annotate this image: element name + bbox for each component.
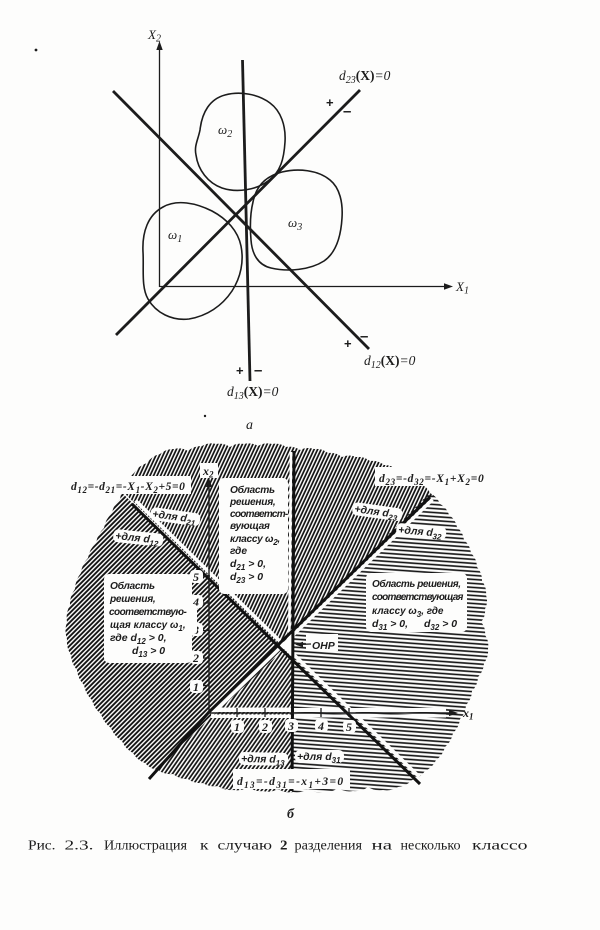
svg-text:классу ω2,: классу ω2, <box>230 534 280 547</box>
svg-text:щая классу ω1,: щая классу ω1, <box>110 620 186 633</box>
svg-text:5: 5 <box>346 720 352 734</box>
svg-text:+: + <box>236 363 244 378</box>
svg-text:+для d13: +для d13 <box>241 753 285 768</box>
svg-text:3: 3 <box>287 719 294 733</box>
svg-text:d23 > 0: d23 > 0 <box>230 571 263 585</box>
svg-text:где: где <box>230 546 247 557</box>
svg-text:Область: Область <box>230 484 275 496</box>
svg-text:1: 1 <box>193 680 199 694</box>
svg-text:2: 2 <box>261 720 268 734</box>
svg-text:решения,: решения, <box>109 594 155 605</box>
svg-text:Область решения,: Область решения, <box>372 578 461 590</box>
svg-text:4: 4 <box>317 719 324 733</box>
svg-text:d12=-d21=-X1-X2+5=0: d12=-d21=-X1-X2+5=0 <box>71 481 186 495</box>
svg-text:1: 1 <box>234 720 240 734</box>
svg-text:d13 > 0: d13 > 0 <box>132 645 165 659</box>
svg-text:соответствующая: соответствующая <box>372 592 464 603</box>
svg-text:+: + <box>326 95 334 110</box>
svg-text:a: a <box>246 418 253 433</box>
svg-text:соответствую-: соответствую- <box>109 607 188 618</box>
svg-text:x1: x1 <box>462 706 474 722</box>
svg-text:d13=-d31=-x1+3=0: d13=-d31=-x1+3=0 <box>237 776 345 790</box>
svg-text:d23=-d32=-X1+X2=0: d23=-d32=-X1+X2=0 <box>379 473 484 487</box>
svg-text:5: 5 <box>193 570 199 584</box>
svg-text:–: – <box>360 328 368 345</box>
svg-text:Область: Область <box>110 580 155 592</box>
svg-text:решения,: решения, <box>229 497 275 508</box>
svg-text:соответст-: соответст- <box>230 509 289 520</box>
svg-text:–: – <box>254 362 262 379</box>
svg-text:классу ω3, где: классу ω3, где <box>372 606 444 619</box>
svg-text:вующая: вующая <box>230 521 270 532</box>
svg-text:+для d31: +для d31 <box>297 751 341 765</box>
svg-text:ОНР: ОНР <box>312 640 336 652</box>
svg-text:2: 2 <box>192 651 199 665</box>
svg-text:4: 4 <box>192 595 199 609</box>
svg-text:–: – <box>343 103 351 120</box>
svg-text:где d12 > 0,: где d12 > 0, <box>110 632 167 646</box>
svg-text:б: б <box>287 807 295 822</box>
svg-text:d21 > 0,: d21 > 0, <box>230 558 266 572</box>
svg-text:+: + <box>344 336 352 351</box>
